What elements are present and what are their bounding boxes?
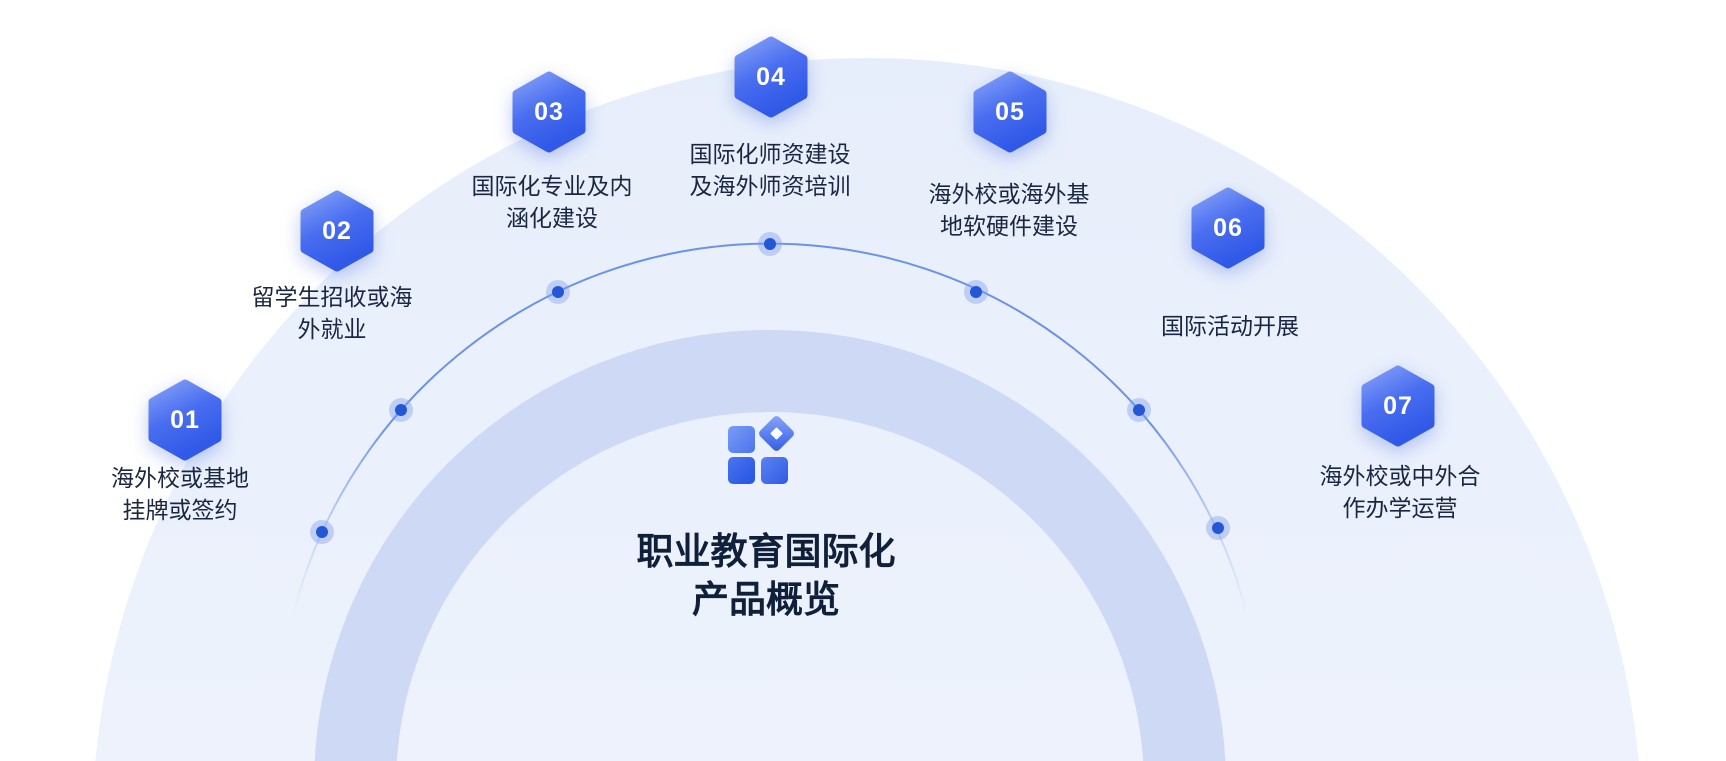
icon-diamond: [757, 414, 796, 453]
timeline-dot-5: [964, 280, 988, 304]
item-number: 01: [170, 405, 200, 434]
item-label-07: 海外校或中外合 作办学运营: [1319, 463, 1481, 521]
timeline-dot-6: [1127, 398, 1151, 422]
hexagon-badge-05: 05: [973, 71, 1047, 153]
band-arc: [314, 330, 1226, 761]
timeline-dots: [310, 232, 1230, 544]
item-label-05: 海外校或海外基 地软硬件建设: [928, 181, 1090, 239]
item-label-02: 留学生招收或海 外就业: [251, 284, 413, 342]
item-number: 02: [322, 216, 352, 245]
timeline-dot-2: [389, 398, 413, 422]
item-number: 06: [1213, 213, 1243, 242]
hexagon-shape: [300, 190, 374, 272]
hexagon-badge-03: 03: [512, 71, 586, 153]
item-number: 05: [995, 97, 1025, 126]
icon-diamond-hole: [770, 427, 783, 440]
hexagon-shape: [512, 71, 586, 153]
page-title: 职业教育国际化 产品概览: [563, 528, 969, 624]
item-label-06: 国际活动开展: [1161, 313, 1299, 339]
hexagon-badge-07: 07: [1361, 365, 1435, 447]
hexagon-badge-02: 02: [300, 190, 374, 272]
hexagon-shape: [734, 36, 808, 118]
hexagon-badge-06: 06: [1191, 187, 1265, 269]
page-title-line-2: 产品概览: [692, 579, 840, 620]
hexagon-badge-04: 04: [734, 36, 808, 118]
item-number: 03: [534, 97, 564, 126]
item-label-04: 国际化师资建设 及海外师资培训: [689, 141, 851, 199]
item-number: 04: [756, 62, 786, 91]
timeline-dot-4: [758, 232, 782, 256]
item-label-01: 海外校或基地 挂牌或签约: [111, 465, 249, 523]
hexagon-shape: [973, 71, 1047, 153]
timeline-dot-3: [546, 280, 570, 304]
item-label-03: 国际化专业及内 涵化建设: [471, 173, 633, 231]
hexagon-shape: [1361, 365, 1435, 447]
hexagon-shape: [148, 379, 222, 461]
page-title-line-1: 职业教育国际化: [636, 531, 896, 572]
icon-square-top-left: [728, 426, 755, 453]
icon-square-bottom-right: [761, 457, 788, 484]
timeline-dot-1: [310, 520, 334, 544]
item-number: 07: [1383, 391, 1413, 420]
grid-diamond-icon: [726, 414, 796, 484]
hexagon-badge-01: 01: [148, 379, 222, 461]
hexagon-shape: [1191, 187, 1265, 269]
icon-square-bottom-left: [728, 457, 755, 484]
timeline-dot-7: [1206, 516, 1230, 540]
